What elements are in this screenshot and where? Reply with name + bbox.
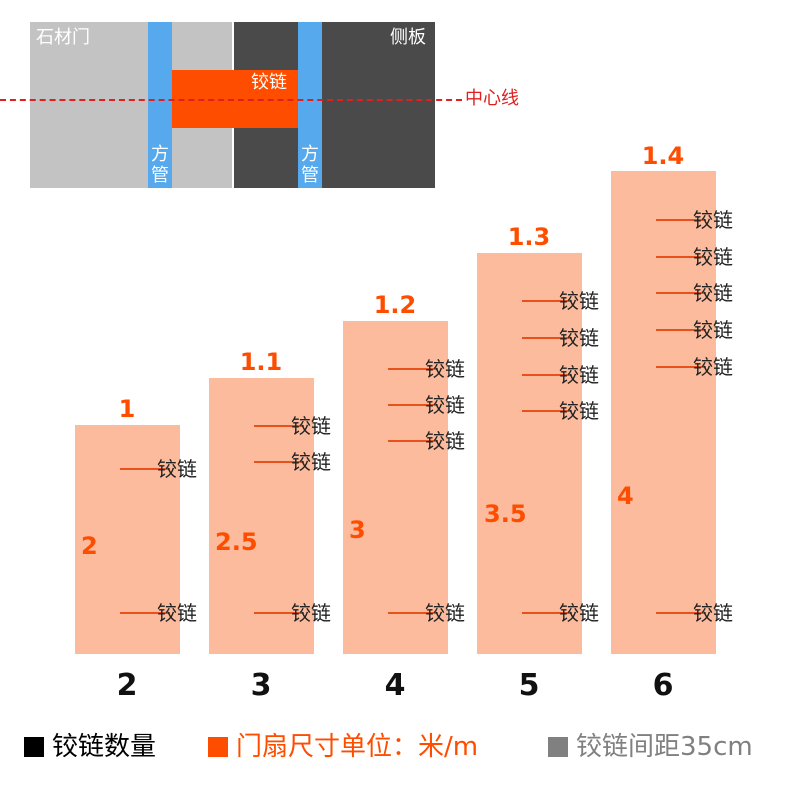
door-size-top: 1.1 <box>239 348 283 376</box>
hinge-marker <box>522 300 572 302</box>
legend: 铰链数量 门扇尺寸单位：米/m 铰链间距35cm <box>0 725 790 765</box>
hinge-label: 铰链 <box>425 429 465 453</box>
hinge-marker <box>656 329 706 331</box>
tube-left-label: 方管 <box>151 144 169 186</box>
hinge-label: 铰链 <box>291 450 331 474</box>
centerline <box>0 99 462 101</box>
door-bar <box>343 321 448 654</box>
hinge-marker <box>522 374 572 376</box>
hinge-marker <box>120 612 170 614</box>
door-bar <box>75 425 180 654</box>
hinge-label: 铰链 <box>693 208 733 232</box>
hinge-marker <box>522 612 572 614</box>
hinge-marker <box>120 468 170 470</box>
centerline-label: 中心线 <box>465 88 519 109</box>
hinge-marker <box>388 612 438 614</box>
square-tube-right <box>298 22 322 188</box>
hinge-count: 5 <box>518 668 540 703</box>
door-size-mid: 2 <box>81 532 98 560</box>
hinge-label: 铰链 <box>157 601 197 625</box>
hinge-label: 铰链 <box>559 601 599 625</box>
door-size-mid: 2.5 <box>215 528 258 556</box>
hinge-label: 铰链 <box>157 457 197 481</box>
hinge-count: 2 <box>116 668 138 703</box>
hinge-marker <box>388 368 438 370</box>
door-size-top: 1.3 <box>507 223 551 251</box>
hinge-marker <box>656 612 706 614</box>
hinge-label: 铰链 <box>559 289 599 313</box>
door-size-mid: 4 <box>617 482 634 510</box>
hinge-marker <box>254 461 304 463</box>
door-size-top: 1.4 <box>641 142 685 170</box>
hinge-marker <box>388 440 438 442</box>
hinge-count: 3 <box>250 668 272 703</box>
legend-spacing-label: 铰链间距35cm <box>576 732 753 762</box>
hinge-label: 铰链 <box>425 601 465 625</box>
hinge-marker <box>254 612 304 614</box>
hinge-label: 铰链 <box>559 363 599 387</box>
hinge-marker <box>388 404 438 406</box>
hinge-label: 铰链 <box>693 281 733 305</box>
hinge-label: 铰链 <box>693 355 733 379</box>
door-bar <box>477 253 582 654</box>
door-bar <box>611 171 716 654</box>
hinge-count: 6 <box>652 668 674 703</box>
hinge-marker <box>522 410 572 412</box>
legend-count-label: 铰链数量 <box>52 732 157 762</box>
hinge-block-label: 铰链 <box>251 72 287 93</box>
legend-count-swatch <box>24 737 44 757</box>
door-size-top: 1 <box>118 395 136 423</box>
square-tube-left <box>148 22 172 188</box>
hinge-label: 铰链 <box>291 414 331 438</box>
side-panel-label: 侧板 <box>390 27 426 48</box>
hinge-label: 铰链 <box>291 601 331 625</box>
hinge-label: 铰链 <box>425 393 465 417</box>
legend-spacing-swatch <box>548 737 568 757</box>
hinge-label: 铰链 <box>425 357 465 381</box>
hinge-label: 铰链 <box>693 245 733 269</box>
hinge-marker <box>656 219 706 221</box>
hinge-marker <box>656 292 706 294</box>
hinge-label: 铰链 <box>693 601 733 625</box>
door-bar <box>209 378 314 654</box>
legend-size-label: 门扇尺寸单位：米/m <box>236 732 479 762</box>
hinge-chart: 1 2 铰链 铰链 2 1.1 2.5 铰链 铰链 铰链 3 1.2 3 铰链 … <box>0 140 790 710</box>
schematic: 中心线 石材门 侧板 铰链 方管 方管 <box>0 0 790 195</box>
hinge-label: 铰链 <box>559 399 599 423</box>
door-size-mid: 3.5 <box>484 500 527 528</box>
stone-door-label: 石材门 <box>36 27 90 48</box>
hinge-count: 4 <box>384 668 406 703</box>
hinge-label: 铰链 <box>559 326 599 350</box>
hinge-marker <box>656 256 706 258</box>
legend-size-swatch <box>208 737 228 757</box>
hinge-marker <box>656 366 706 368</box>
door-size-top: 1.2 <box>373 291 417 319</box>
hinge-marker <box>522 337 572 339</box>
tube-right-label: 方管 <box>301 144 319 186</box>
door-size-mid: 3 <box>349 516 366 544</box>
hinge-marker <box>254 425 304 427</box>
hinge-label: 铰链 <box>693 318 733 342</box>
